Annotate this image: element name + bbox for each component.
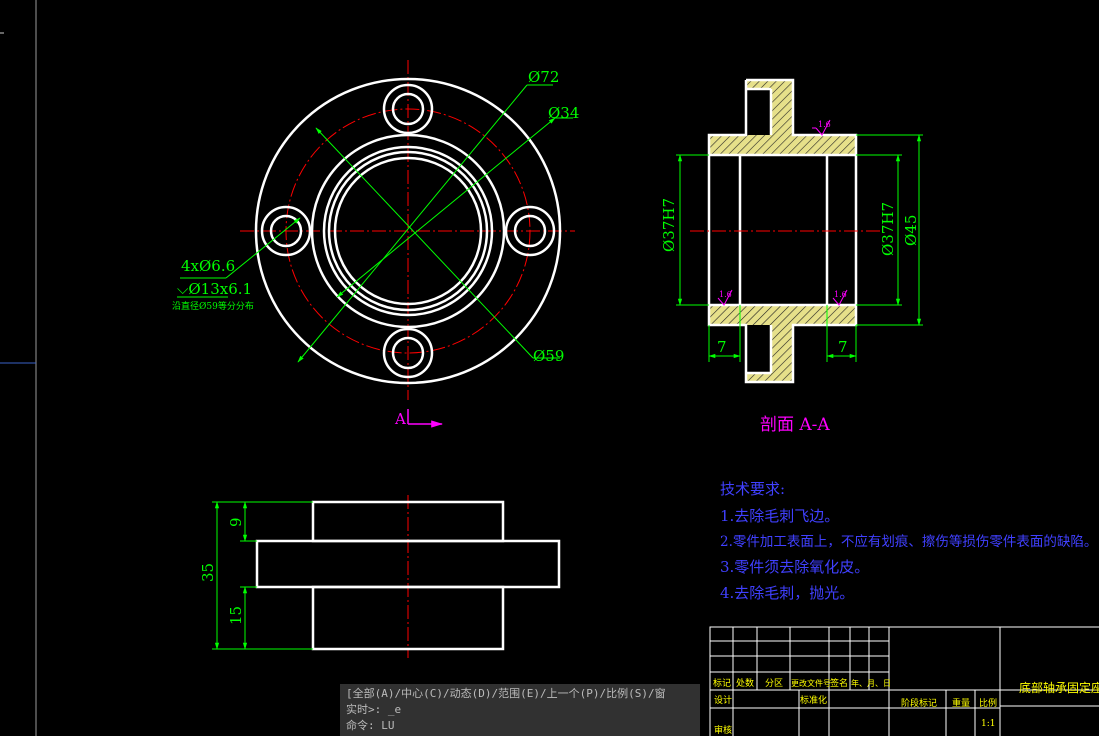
dim-top-height: 9 [227,517,245,527]
side-view[interactable]: 35 9 15 [199,495,561,658]
tb-stage-mark: 阶段标记 [901,697,937,709]
side-view-dimensions [212,501,313,650]
command-prompt[interactable]: 命令: LU [346,719,395,732]
dim-bottom-left: 7 [717,338,727,356]
section-indicator: A [394,409,444,428]
tb-scale-value: 1:1 [981,719,995,729]
tb-sign: 签名 [830,677,848,689]
tech-req-item-1: 1.去除毛刺飞边。 [720,507,839,525]
hole-note-line3: 沿直径Ø59等分分布 [172,300,254,312]
side-view-outline [255,500,561,651]
tech-req-heading: 技术要求: [720,480,785,498]
command-history-line-2: 实时>: _e [346,703,402,716]
roughness-symbols [717,119,848,306]
hole-note-line2: ⌵Ø13x6.1 [177,280,252,298]
viewport-frame [0,0,37,736]
section-view[interactable]: Ø37H7 Ø37H7 Ø45 7 7 1.6 1.6 1.6 剖面 A-A [660,78,923,435]
dim-left-bore: Ø37H7 [660,198,678,252]
tech-req-item-2: 2.零件加工表面上，不应有划痕、擦伤等损伤零件表面的缺陷。 [720,533,1097,550]
roughness-bl-value: 1.6 [719,290,732,299]
section-hatch [709,80,856,382]
title-block: 标记 处数 分区 更改文件号 签名 年、月、日 设计 标准化 审核 阶段标记 重… [709,626,1099,736]
tb-weight: 重量 [952,697,970,709]
dim-bottom-right: 7 [838,338,848,356]
flange-outer-circle [254,77,562,385]
section-label: 剖面 A-A [760,415,830,435]
tb-doc: 更改文件号 [791,678,831,688]
roughness-top-value: 1.6 [818,120,831,129]
hole-note-line1: 4xØ6.6 [181,257,235,275]
tb-standard: 标准化 [800,694,827,706]
section-dimensions [676,134,923,362]
tb-design: 设计 [714,694,732,706]
dim-total-height: 35 [199,563,217,582]
tb-scale-label: 比例 [979,697,997,709]
command-history-line-1: [全部(A)/中心(C)/动态(D)/范围(E)/上一个(P)/比例(S)/窗 [346,687,666,700]
roughness-br-value: 1.6 [834,290,847,299]
command-line[interactable]: [全部(A)/中心(C)/动态(D)/范围(E)/上一个(P)/比例(S)/窗 … [340,684,700,736]
front-view-dimensions [180,84,573,363]
drawing-title: 底部轴承固定座 [1019,680,1099,695]
tb-mark: 标记 [713,677,731,689]
dim-od-label: Ø72 [528,68,559,86]
technical-requirements: 技术要求: 1.去除毛刺飞边。 2.零件加工表面上，不应有划痕、擦伤等损伤零件表… [720,480,1097,602]
section-arrow-label: A [394,410,406,428]
dim-bore-label: Ø34 [548,104,579,122]
section-outline [707,78,858,384]
tech-req-item-4: 4.去除毛刺，抛光。 [720,584,854,602]
tb-review: 审核 [714,724,732,736]
tech-req-item-3: 3.零件须去除氧化皮。 [720,558,869,576]
dim-right-od: Ø45 [902,215,920,246]
tb-date: 年、月、日 [851,678,891,688]
dim-pcd-label: Ø59 [533,347,564,365]
tb-zone: 分区 [765,678,783,689]
dim-right-bore: Ø37H7 [879,202,897,256]
front-view[interactable]: Ø72 Ø34 Ø59 4xØ6.6 ⌵Ø13x6.1 沿直径Ø59等分分布 A [172,60,579,428]
tb-count: 处数 [736,677,754,689]
dim-bottom-height: 15 [227,606,245,625]
